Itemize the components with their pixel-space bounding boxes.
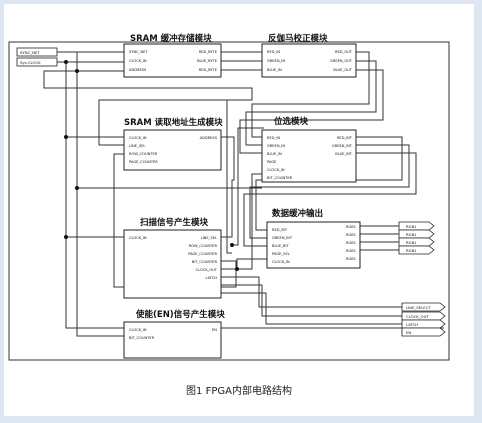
port-label: RGB1 bbox=[346, 241, 356, 245]
port-label: ADDRESS bbox=[129, 68, 147, 72]
output-terminal-label: RGB1 bbox=[406, 248, 417, 253]
port-label: CLOCK_IN bbox=[129, 59, 147, 63]
port-label: RGB1 bbox=[346, 225, 356, 229]
output-terminal: RGB1 bbox=[398, 221, 435, 231]
control-outputs: LINE_SELECT CLOCK_OUT LATCH EN bbox=[401, 302, 446, 337]
port-label: BLUE_BIT bbox=[272, 244, 290, 248]
port-label: BLUE_OUT bbox=[333, 68, 352, 72]
output-terminal-label: EN bbox=[406, 330, 411, 335]
module-enable-signal-title: 使能(EN)信号产生模块 bbox=[135, 309, 225, 320]
output-terminal-label: LATCH bbox=[406, 322, 418, 327]
module-scan-signal-title: 扫描信号产生模块 bbox=[140, 217, 209, 228]
output-terminal: LATCH bbox=[401, 319, 446, 329]
port-label: LINE_SEL bbox=[129, 144, 145, 148]
port-label: BLUE_IN bbox=[267, 152, 282, 156]
port-label: ROW_COUNTER bbox=[129, 152, 158, 156]
diagram-frame bbox=[8, 41, 450, 361]
port-label: SYNC_NET bbox=[129, 50, 148, 54]
output-terminal: RGB1 bbox=[398, 245, 435, 255]
module-scan-signal: 扫描信号产生模块 CLOCK_IN LINE_SEL ROW_COUNTER P… bbox=[123, 217, 222, 299]
port-label: CLOCK_IN bbox=[129, 136, 147, 140]
port-label: PAGE bbox=[267, 160, 277, 164]
port-label: BLUE_BIT bbox=[335, 152, 353, 156]
port-label: BIT_COUNTER bbox=[129, 336, 155, 340]
output-terminal: EN bbox=[401, 327, 446, 337]
input-sys-clock-label: Sys.CLOCK bbox=[20, 60, 41, 65]
port-label: RED_BYTE bbox=[199, 68, 218, 72]
port-label: CLOCK_IN bbox=[267, 168, 285, 172]
output-terminal-label: CLOCK_OUT bbox=[406, 314, 429, 319]
module-gamma-title: 反伽马校正模块 bbox=[268, 33, 328, 44]
port-label: RGB1 bbox=[346, 257, 356, 261]
fpga-block-diagram: SYNC_NET Sys.CLOCK bbox=[8, 33, 450, 397]
module-bit-select: 位选模块 RED_IN GREEN_IN BLUE_IN PAGE CLOCK_… bbox=[261, 116, 357, 183]
port-label: CLOCK_IN bbox=[129, 236, 147, 240]
output-terminal: CLOCK_OUT bbox=[401, 311, 446, 321]
module-enable-signal: 使能(EN)信号产生模块 CLOCK_IN BIT_COUNTER EN bbox=[123, 309, 225, 359]
input-sys-clock: Sys.CLOCK bbox=[16, 57, 58, 67]
port-label: BLUE_IN bbox=[267, 68, 282, 72]
port-label: RGB1 bbox=[346, 233, 356, 237]
output-terminal: RGB1 bbox=[398, 229, 435, 239]
module-sram-buffer: SRAM 缓冲存储模块 SYNC_NET CLOCK_IN ADDRESS RE… bbox=[123, 33, 222, 78]
module-sram-addr: SRAM 读取地址生成模块 CLOCK_IN LINE_SEL ROW_COUN… bbox=[123, 117, 223, 171]
rgb-outputs: RGB1 RGB1 RGB1 RGB1 bbox=[398, 221, 435, 255]
wires bbox=[43, 51, 444, 337]
input-sync-net: SYNC_NET bbox=[16, 47, 58, 57]
port-label: RED_IN bbox=[267, 136, 280, 140]
port-label: RED_BIT bbox=[272, 228, 288, 232]
port-label: EN bbox=[212, 328, 217, 332]
port-label: PAGE_COUNTER bbox=[188, 252, 217, 256]
port-label: ROW_COUNTER bbox=[189, 244, 218, 248]
output-terminal-label: RGB1 bbox=[406, 232, 417, 237]
port-label: GREEN_BIT bbox=[332, 144, 353, 148]
output-terminal-label: RGB1 bbox=[406, 240, 417, 245]
port-label: GREEN_BIT bbox=[272, 236, 293, 240]
port-label: LINE_SEL bbox=[201, 236, 217, 240]
port-label: BIT_COUNTER bbox=[192, 260, 218, 264]
port-label: RED_OUT bbox=[335, 50, 353, 54]
port-label: RED_BYTE bbox=[199, 50, 218, 54]
port-label: GREEN_OUT bbox=[330, 59, 353, 63]
output-terminal-label: RGB1 bbox=[406, 224, 417, 229]
port-label: RED_IN bbox=[267, 50, 280, 54]
module-bit-select-title: 位选模块 bbox=[274, 116, 309, 127]
output-terminal-label: LINE_SELECT bbox=[406, 305, 431, 310]
output-terminal: RGB1 bbox=[398, 237, 435, 247]
port-label: RED_BIT bbox=[337, 136, 353, 140]
module-sram-buffer-title: SRAM 缓冲存储模块 bbox=[130, 33, 212, 44]
port-label: CLOCK_IN bbox=[272, 260, 290, 264]
module-sram-addr-title: SRAM 读取地址生成模块 bbox=[124, 117, 223, 128]
port-label: LATCH bbox=[206, 276, 218, 280]
figure-panel: SYNC_NET Sys.CLOCK bbox=[4, 4, 474, 416]
module-data-buffer: 数据缓冲输出 RED_BIT GREEN_BIT BLUE_BIT PAGE_S… bbox=[266, 208, 361, 269]
junction-dots bbox=[64, 60, 239, 271]
output-terminal: LINE_SELECT bbox=[401, 302, 446, 312]
figure-caption: 图1 FPGA内部电路结构 bbox=[186, 384, 292, 397]
port-label: PAGE_SEL bbox=[272, 252, 290, 256]
module-gamma: 反伽马校正模块 RED_IN GREEN_IN BLUE_IN RED_OUT … bbox=[261, 33, 357, 78]
module-data-buffer-title: 数据缓冲输出 bbox=[272, 208, 323, 219]
port-label: RGB1 bbox=[346, 249, 356, 253]
port-label: PAGE_COUNTER bbox=[129, 160, 158, 164]
port-label: ADDRESS bbox=[200, 136, 218, 140]
input-sync-net-label: SYNC_NET bbox=[20, 50, 40, 55]
port-label: GREEN_IN bbox=[267, 59, 285, 63]
port-label: BIT_COUNTER bbox=[267, 176, 293, 180]
port-label: GREEN_IN bbox=[267, 144, 285, 148]
port-label: BLUE_BYTE bbox=[197, 59, 218, 63]
port-label: CLOCK_OUT bbox=[195, 268, 217, 272]
port-label: CLOCK_IN bbox=[129, 328, 147, 332]
